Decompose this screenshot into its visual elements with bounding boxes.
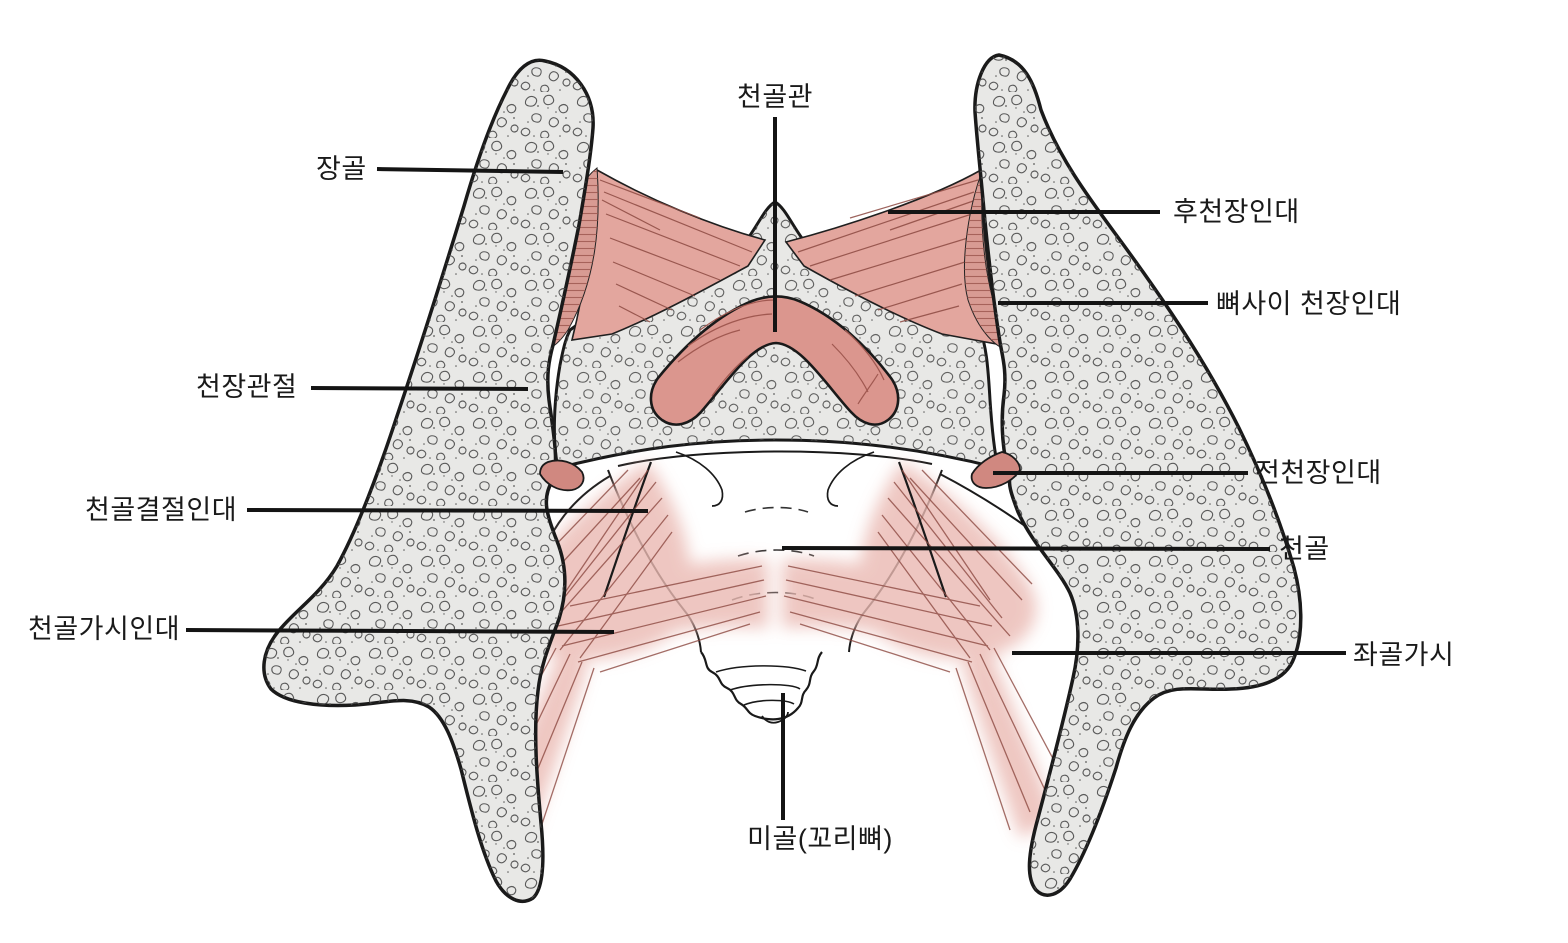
- label-sacrospinous-ligament: 천골가시인대: [28, 614, 181, 644]
- label-sacrum: 천골: [1279, 534, 1330, 564]
- lower-ligament-fans: [491, 461, 1059, 838]
- label-interosseous-sacroiliac-ligament: 뼈사이 천장인대: [1216, 289, 1402, 319]
- label-ilium: 장골: [316, 154, 367, 184]
- leader-sacrotuberous: [246, 508, 649, 513]
- leader-sacrospinous: [185, 628, 615, 634]
- right-hip-bone: [973, 53, 1303, 897]
- leader-lines: [185, 117, 1346, 820]
- label-ischial-spine: 좌골가시: [1353, 640, 1455, 670]
- label-coccyx: 미골(꼬리뼈): [747, 824, 893, 854]
- label-anterior-sacroiliac-ligament: 전천장인대: [1255, 458, 1382, 488]
- left-hip-bone: [262, 58, 595, 903]
- label-posterior-sacroiliac-ligament: 후천장인대: [1173, 197, 1300, 227]
- label-sacroiliac-joint: 천장관절: [196, 372, 298, 402]
- sacral-canal-arch: [649, 295, 900, 426]
- label-sacrotuberous-ligament: 천골결절인대: [85, 495, 238, 525]
- leader-si-joint: [310, 386, 529, 391]
- leader-ilium: [376, 167, 564, 174]
- anterior-sacroiliac-ligament-shape: [539, 451, 1021, 492]
- label-sacral-canal: 천골관: [736, 82, 814, 112]
- leader-sacrum: [781, 546, 1271, 551]
- coccyx-shape: [700, 651, 823, 724]
